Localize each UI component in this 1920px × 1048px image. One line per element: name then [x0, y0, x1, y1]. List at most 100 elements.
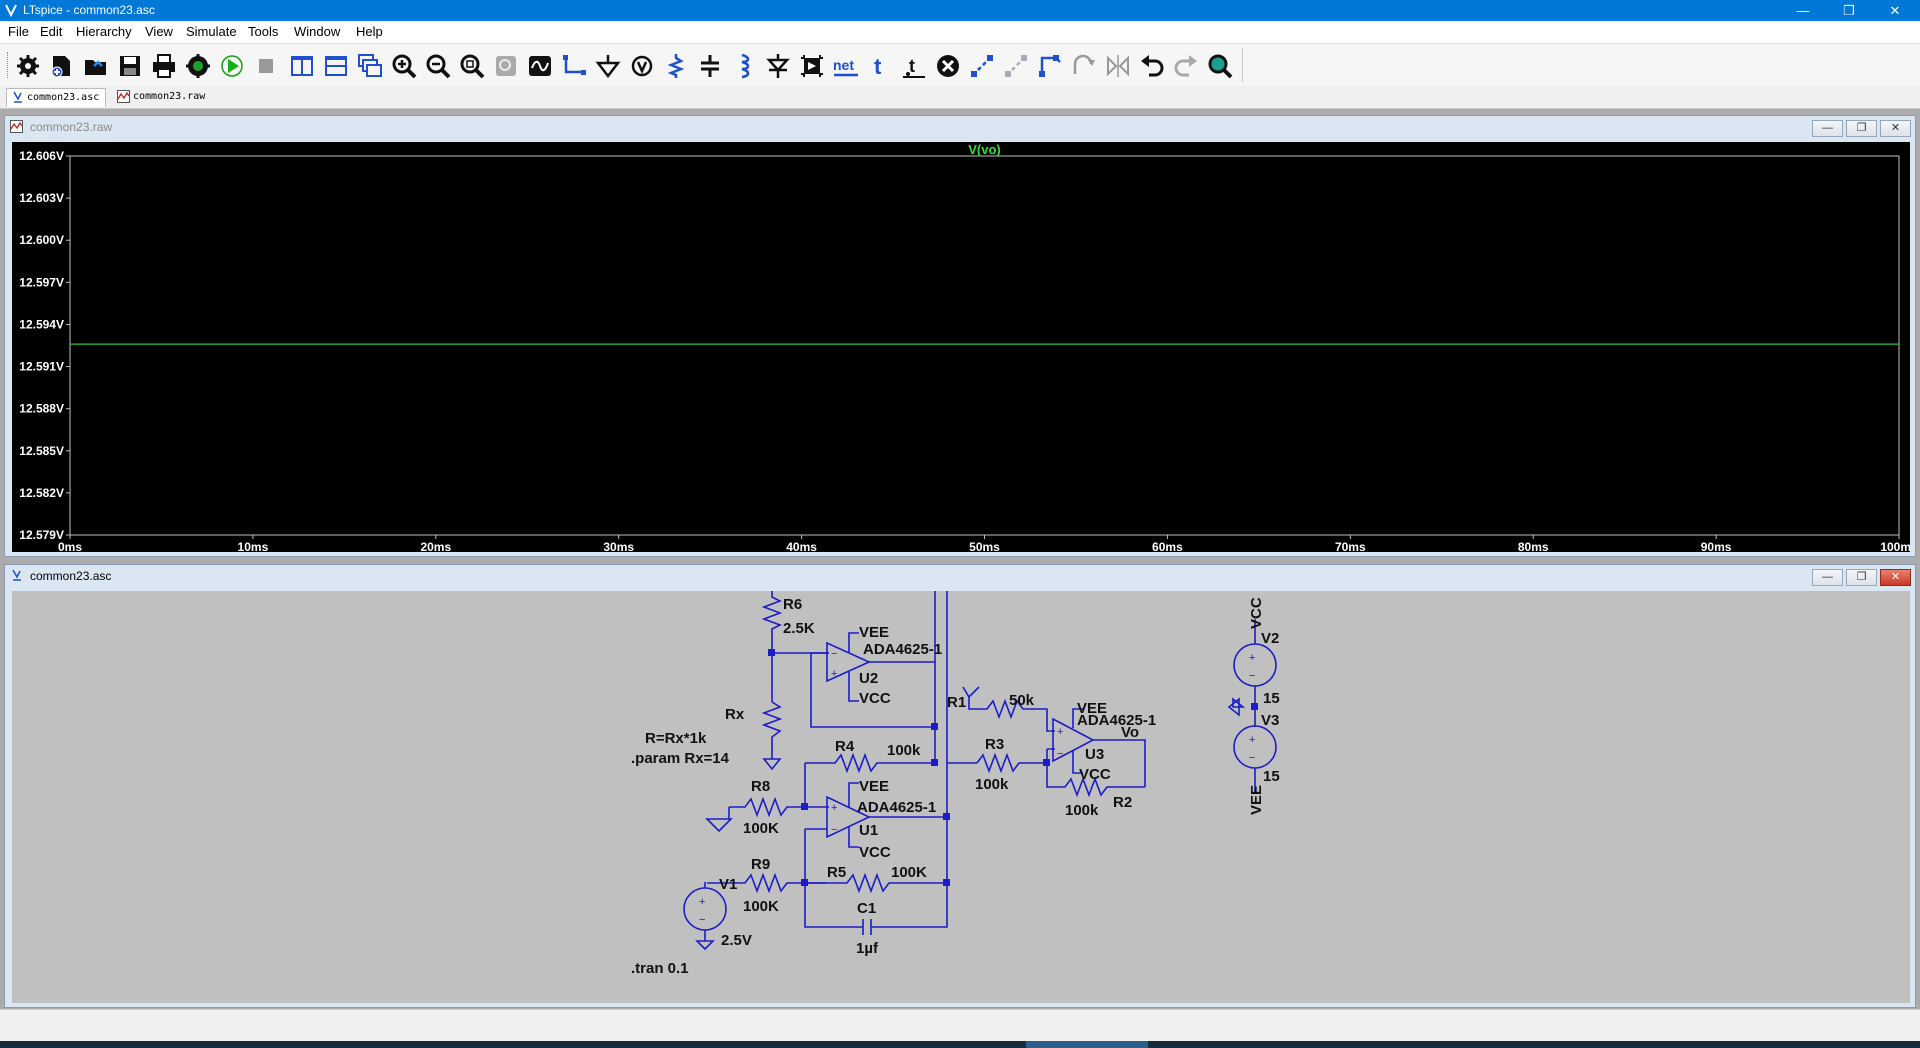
zoom-back-icon[interactable] [492, 52, 520, 80]
cascade-icon[interactable] [356, 52, 384, 80]
mirror-icon[interactable] [1104, 52, 1132, 80]
duplicate-icon[interactable] [968, 52, 996, 80]
r4-value[interactable]: 100k [887, 742, 921, 759]
menu-simulate[interactable]: Simulate [186, 24, 237, 39]
taskbar-active-app[interactable] [1026, 1041, 1148, 1048]
rx-expression[interactable]: R=Rx*1k [645, 730, 707, 747]
param-directive[interactable]: .param Rx=14 [631, 750, 730, 767]
capacitor-icon[interactable] [696, 52, 724, 80]
control-panel-icon[interactable] [184, 52, 212, 80]
ground-icon[interactable] [594, 52, 622, 80]
r8-value[interactable]: 100K [743, 820, 779, 837]
u3-label[interactable]: U3 [1085, 746, 1104, 763]
close-button[interactable]: ✕ [1889, 3, 1901, 18]
print-icon[interactable] [150, 52, 178, 80]
menu-help[interactable]: Help [356, 24, 383, 39]
delete-icon[interactable] [934, 52, 962, 80]
text-icon[interactable]: t [866, 52, 894, 80]
schematic-close-button[interactable]: ✕ [1880, 569, 1911, 586]
schematic-restore-button[interactable]: ❐ [1846, 569, 1877, 586]
schematic-window-titlebar[interactable]: common23.asc — ❐ ✕ [5, 565, 1915, 587]
toolbar-grip[interactable] [7, 52, 11, 78]
rx-label[interactable]: Rx [725, 706, 745, 723]
schematic-canvas[interactable]: −+ +− +− +− +− +− R6 2.5K VEE ADA4625-1 … [12, 590, 1910, 1003]
r5-value[interactable]: 100K [891, 864, 927, 881]
u2-label[interactable]: U2 [859, 670, 878, 687]
r1-label[interactable]: R1 [947, 694, 966, 711]
waveform-window-titlebar[interactable]: common23.raw — ❐ ✕ [5, 116, 1915, 138]
zoom-out-icon[interactable] [424, 52, 452, 80]
r4-label[interactable]: R4 [835, 738, 855, 755]
vee-net-label[interactable]: VEE [1248, 785, 1265, 815]
tile-vertical-icon[interactable] [288, 52, 316, 80]
halt-icon[interactable] [252, 52, 280, 80]
u1-part-label[interactable]: ADA4625-1 [857, 799, 936, 816]
r9-label[interactable]: R9 [751, 856, 770, 873]
u1-label[interactable]: U1 [859, 822, 878, 839]
restore-button[interactable]: ❐ [1843, 3, 1855, 18]
run-icon[interactable] [218, 52, 246, 80]
u2-part-label[interactable]: ADA4625-1 [863, 641, 942, 658]
wire-icon[interactable] [560, 52, 588, 80]
inductor-icon[interactable] [730, 52, 758, 80]
zoom-fit-icon[interactable] [458, 52, 486, 80]
waveform-minimize-button[interactable]: — [1812, 120, 1843, 137]
r8-label[interactable]: R8 [751, 778, 770, 795]
label-net-icon[interactable] [628, 52, 656, 80]
diode-icon[interactable] [764, 52, 792, 80]
settings-icon[interactable] [14, 52, 42, 80]
find-icon[interactable] [1206, 52, 1234, 80]
v3-value[interactable]: 15 [1263, 768, 1280, 785]
r6-value[interactable]: 2.5K [783, 620, 815, 637]
r3-label[interactable]: R3 [985, 736, 1004, 753]
schematic-drawing[interactable]: −+ +− +− +− +− +− R6 2.5K VEE ADA4625-1 … [12, 590, 1910, 1003]
r6-label[interactable]: R6 [783, 596, 802, 613]
v2-label[interactable]: V2 [1261, 630, 1279, 647]
spice-directive-icon[interactable]: t [900, 52, 928, 80]
v1-label[interactable]: V1 [719, 876, 737, 893]
resistor-icon[interactable] [662, 52, 690, 80]
r1-value[interactable]: 50k [1009, 692, 1035, 709]
menu-view[interactable]: View [145, 24, 173, 39]
u3-part-label[interactable]: ADA4625-1 [1077, 712, 1156, 729]
tile-horizontal-icon[interactable] [322, 52, 350, 80]
menu-window[interactable]: Window [294, 24, 341, 39]
open-icon[interactable] [82, 52, 110, 80]
schematic-minimize-button[interactable]: — [1812, 569, 1843, 586]
tab-waveform[interactable]: common23.raw [113, 88, 211, 106]
r2-value[interactable]: 100k [1065, 802, 1099, 819]
zoom-in-icon[interactable] [390, 52, 418, 80]
rotate-icon[interactable] [1070, 52, 1098, 80]
label-net-text-icon[interactable]: net [832, 52, 860, 80]
save-icon[interactable] [116, 52, 144, 80]
r2-label[interactable]: R2 [1113, 794, 1132, 811]
trace-label[interactable]: V(vo) [968, 142, 1001, 157]
r3-value[interactable]: 100k [975, 776, 1009, 793]
r9-value[interactable]: 100K [743, 898, 779, 915]
v1-value[interactable]: 2.5V [721, 932, 752, 949]
waveform-close-button[interactable]: ✕ [1880, 120, 1911, 137]
v2-value[interactable]: 15 [1263, 690, 1280, 707]
waveform-restore-button[interactable]: ❐ [1846, 120, 1877, 137]
new-schematic-icon[interactable] [48, 52, 76, 80]
menu-tools[interactable]: Tools [248, 24, 279, 39]
undo-icon[interactable] [1138, 52, 1166, 80]
c1-label[interactable]: C1 [857, 900, 876, 917]
menu-file[interactable]: File [8, 24, 29, 39]
v3-label[interactable]: V3 [1261, 712, 1279, 729]
waveform-plot[interactable]: 12.606V12.603V12.600V12.597V12.594V12.59… [12, 142, 1918, 554]
autorange-icon[interactable] [526, 52, 554, 80]
component-icon[interactable] [798, 52, 826, 80]
drag-icon[interactable] [1002, 52, 1030, 80]
vcc-net-label[interactable]: VCC [1248, 597, 1265, 629]
menu-hierarchy[interactable]: Hierarchy [76, 24, 132, 39]
c1-value[interactable]: 1µf [856, 940, 879, 957]
r5-label[interactable]: R5 [827, 864, 846, 881]
vo-label[interactable]: Vo [1121, 724, 1139, 741]
move-icon[interactable] [1036, 52, 1064, 80]
redo-icon[interactable] [1172, 52, 1200, 80]
tab-schematic[interactable]: common23.asc [6, 88, 107, 107]
menu-edit[interactable]: Edit [40, 24, 63, 39]
tran-directive[interactable]: .tran 0.1 [631, 960, 689, 977]
